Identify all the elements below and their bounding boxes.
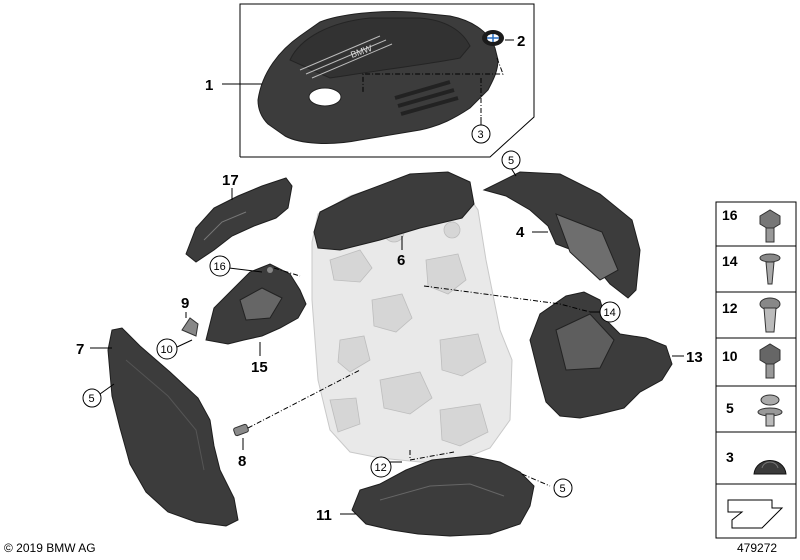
callout-11: 11 xyxy=(316,507,332,524)
callout-10: 10 xyxy=(161,344,173,356)
leader-10 xyxy=(176,339,193,348)
callout-2: 2 xyxy=(517,33,525,50)
leader-12-dash xyxy=(409,450,455,461)
oil-pan-shield-11 xyxy=(351,455,535,537)
legend-num-5: 5 xyxy=(726,400,734,416)
legend-clip-5-icon xyxy=(757,394,783,427)
copyright-text: © 2019 BMW AG xyxy=(4,541,96,555)
legend-num-14: 14 xyxy=(722,253,738,269)
leader-16 xyxy=(228,267,263,273)
callout-5c: 5 xyxy=(560,483,566,495)
callout-10-circle xyxy=(156,338,178,360)
dowel-8 xyxy=(233,423,249,437)
callout-12: 12 xyxy=(375,462,387,474)
callout-1: 1 xyxy=(205,77,213,94)
leader-14-dash xyxy=(423,285,591,313)
leader-5b xyxy=(99,383,115,395)
leader-16-dash xyxy=(273,267,301,277)
fastener-legend: 16 14 12 10 5 3 xyxy=(715,201,797,539)
legend-grommet-3-icon xyxy=(753,460,787,475)
callout-14: 14 xyxy=(604,307,616,319)
callout-6: 6 xyxy=(397,252,405,269)
callout-9: 9 xyxy=(181,295,189,312)
legend-rivet-12-icon xyxy=(759,297,781,333)
orientation-arrow-icon xyxy=(727,499,784,529)
callout-5a-circle xyxy=(501,150,521,170)
image-number: 479272 xyxy=(737,541,778,555)
cover-inset-frame xyxy=(239,3,535,158)
bmw-emblem xyxy=(482,30,504,46)
leader-8-dash xyxy=(247,369,361,429)
callout-5b-circle xyxy=(82,388,102,408)
legend-num-10: 10 xyxy=(722,348,738,364)
front-cover-7 xyxy=(107,327,239,527)
callout-15: 15 xyxy=(251,359,268,376)
leader-2-dash xyxy=(362,57,504,92)
callout-12-circle xyxy=(370,456,392,478)
callout-8: 8 xyxy=(238,453,246,470)
callout-3-circle xyxy=(471,124,491,144)
clip-9 xyxy=(181,317,199,337)
callout-17: 17 xyxy=(222,172,239,189)
cylinder-head-cover xyxy=(313,171,475,251)
callout-5a: 5 xyxy=(508,155,514,167)
callout-13: 13 xyxy=(686,349,703,366)
callout-5b: 5 xyxy=(89,393,95,405)
legend-num-16: 16 xyxy=(722,207,738,223)
legend-clip-14-icon xyxy=(759,253,781,285)
legend-bolt-16-icon xyxy=(759,209,781,243)
callout-4: 4 xyxy=(516,224,525,241)
callout-16-circle xyxy=(209,255,231,277)
engine-cover: BMW xyxy=(257,11,499,144)
legend-bolt-10-icon xyxy=(759,343,781,379)
heat-shield-17 xyxy=(185,177,293,263)
legend-num-12: 12 xyxy=(722,300,738,316)
heat-shield-right xyxy=(482,171,641,299)
callout-7: 7 xyxy=(76,341,84,358)
callout-16: 16 xyxy=(214,261,226,273)
legend-num-3: 3 xyxy=(726,449,734,465)
callout-14-circle xyxy=(599,301,621,323)
callout-5c-circle xyxy=(553,478,573,498)
callout-3: 3 xyxy=(478,129,484,141)
